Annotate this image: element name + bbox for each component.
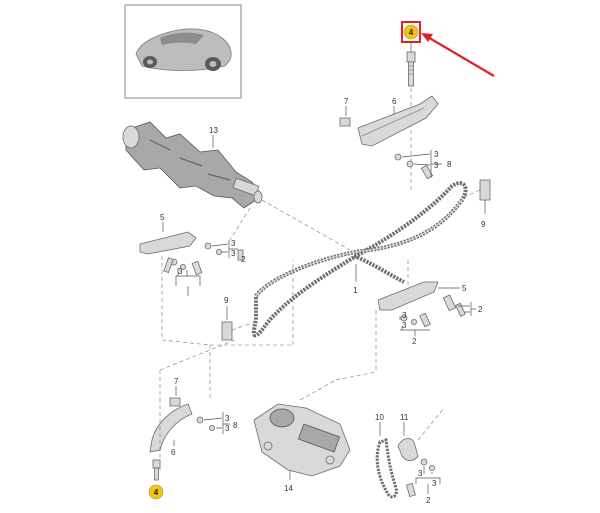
plug-part-7-bottom[interactable] bbox=[169, 397, 181, 407]
callout-3-e[interactable]: 3 bbox=[178, 267, 183, 276]
callout-3-a[interactable]: 3 bbox=[434, 150, 439, 159]
callout-14[interactable]: 14 bbox=[284, 484, 293, 493]
callout-2-right-b[interactable]: 2 bbox=[412, 337, 417, 346]
plug-part-7-top[interactable] bbox=[339, 117, 351, 127]
sports-car-icon bbox=[135, 28, 232, 71]
bolt-part-4-top[interactable] bbox=[406, 51, 416, 87]
callout-7-top[interactable]: 7 bbox=[344, 97, 349, 106]
callout-8-bottom[interactable]: 8 bbox=[233, 421, 238, 430]
callout-3-k[interactable]: 3 bbox=[432, 479, 437, 488]
callout-11[interactable]: 11 bbox=[400, 413, 409, 422]
callout-1[interactable]: 1 bbox=[353, 286, 358, 295]
callout-4-bottom-text: 4 bbox=[154, 488, 159, 497]
callout-13[interactable]: 13 bbox=[209, 126, 218, 135]
callout-3-j[interactable]: 3 bbox=[418, 469, 423, 478]
bolt-part-2-right[interactable] bbox=[400, 294, 466, 328]
oil-pump-part-14[interactable] bbox=[253, 403, 351, 477]
callout-2-left[interactable]: 2 bbox=[241, 255, 246, 264]
callout-3-d[interactable]: 3 bbox=[231, 249, 236, 258]
callout-3-i[interactable]: 3 bbox=[225, 424, 230, 433]
callout-badge-4-top[interactable]: 4 bbox=[403, 24, 419, 40]
callout-4-top-text: 4 bbox=[409, 28, 414, 37]
crankshaft-part-13[interactable] bbox=[122, 121, 263, 209]
bolt-part-8-top[interactable] bbox=[394, 153, 434, 180]
callout-3-g[interactable]: 3 bbox=[402, 321, 407, 330]
callout-10[interactable]: 10 bbox=[375, 413, 384, 422]
callout-3-b[interactable]: 3 bbox=[434, 161, 439, 170]
callout-badge-4-bottom[interactable]: 4 bbox=[148, 484, 164, 500]
chain-guide-part-11[interactable] bbox=[397, 438, 419, 461]
guide-rail-part-5-left[interactable] bbox=[139, 231, 197, 255]
guide-rail-part-6-bottom[interactable] bbox=[149, 403, 193, 453]
callout-8-top[interactable]: 8 bbox=[447, 160, 452, 169]
tensioner-part-9-mid[interactable] bbox=[221, 321, 233, 341]
callout-9-right[interactable]: 9 bbox=[481, 220, 486, 229]
guide-rail-part-5-right[interactable] bbox=[377, 281, 439, 311]
callout-6-top[interactable]: 6 bbox=[392, 97, 397, 106]
guide-rail-part-6-top[interactable] bbox=[357, 95, 439, 147]
callout-9-mid[interactable]: 9 bbox=[224, 296, 229, 305]
timing-chain-part-1[interactable] bbox=[251, 181, 468, 338]
callout-3-h[interactable]: 3 bbox=[225, 414, 230, 423]
red-arrow-icon bbox=[421, 33, 495, 77]
bolt-part-2-left[interactable] bbox=[163, 242, 244, 276]
oil-pump-chain-part-10[interactable] bbox=[375, 437, 398, 499]
callout-2-right-a[interactable]: 2 bbox=[478, 305, 483, 314]
callout-5-right[interactable]: 5 bbox=[462, 284, 467, 293]
callout-3-c[interactable]: 3 bbox=[231, 239, 236, 248]
callout-6-bottom[interactable]: 6 bbox=[171, 448, 176, 457]
bolt-part-2-bottom[interactable] bbox=[406, 458, 435, 498]
callout-5-left[interactable]: 5 bbox=[160, 213, 165, 222]
car-thumbnail[interactable] bbox=[124, 4, 242, 99]
bolt-part-4-bottom[interactable] bbox=[152, 459, 161, 481]
bolt-part-8-bottom[interactable] bbox=[196, 416, 215, 431]
callout-7-bottom[interactable]: 7 bbox=[174, 377, 179, 386]
callout-2-bottom[interactable]: 2 bbox=[426, 496, 431, 505]
tensioner-part-9-right[interactable] bbox=[479, 179, 491, 214]
callout-3-f[interactable]: 3 bbox=[402, 311, 407, 320]
